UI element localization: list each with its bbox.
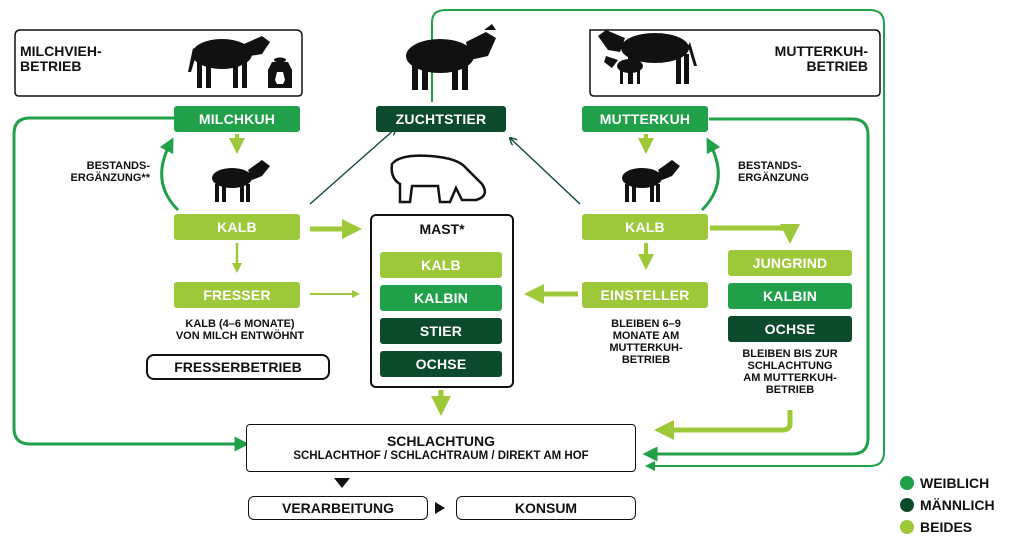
slaughter-box: SCHLACHTUNG SCHLACHTHOF / SCHLACHTRAUM /… (246, 424, 636, 472)
male-dot-icon (900, 498, 914, 512)
calf-right-icon (622, 160, 680, 202)
bull-icon (406, 24, 496, 90)
consumption-box: KONSUM (456, 496, 636, 520)
legend-label-male: MÄNNLICH (920, 497, 995, 513)
legend-label-female: WEIBLICH (920, 475, 990, 491)
mast-kalb: KALB (380, 252, 502, 278)
calf-left-icon (212, 160, 270, 202)
jungrind-node: JUNGRIND (728, 250, 852, 276)
slaughter-to-processing-arrow (334, 478, 350, 488)
mutterkuh-node: MUTTERKUH (582, 106, 708, 132)
processing-box: VERARBEITUNG (248, 496, 428, 520)
kalbin-right-node: KALBIN (728, 283, 852, 309)
slaughter-title: SCHLACHTUNG (386, 433, 496, 449)
milk-can-icon (268, 57, 292, 88)
grazing-cattle-icon (390, 154, 487, 204)
legend-item-male: MÄNNLICH (900, 497, 995, 513)
fresserbetrieb-box: FRESSERBETRIEB (146, 354, 330, 380)
dairy-farm-frame (14, 29, 303, 97)
einsteller-description: BLEIBEN 6–9 MONATE AM MUTTERKUH- BETRIEB (609, 318, 683, 366)
mast-title: MAST* (419, 221, 465, 237)
replenish-left-note: BESTANDS- ERGÄNZUNG** (70, 160, 150, 184)
replenish-left-curve (159, 137, 180, 212)
dairy-cow-icon (188, 36, 270, 88)
kalb-left-to-bull-line (309, 128, 396, 205)
legend-item-female: WEIBLICH (900, 475, 989, 491)
mast-stier: STIER (380, 318, 502, 344)
ochse-right-node: OCHSE (728, 316, 852, 342)
female-dot-icon (900, 476, 914, 490)
zuchtstier-node: ZUCHTSTIER (376, 106, 506, 132)
mast-ochse: OCHSE (380, 351, 502, 377)
milchkuh-node: MILCHKUH (174, 106, 300, 132)
replenish-right-curve (700, 137, 721, 212)
suckler-to-slaughter-line (642, 117, 870, 462)
kalb-right-to-bull-line (510, 138, 581, 205)
suckler-cow-calf-icon (598, 30, 697, 84)
legend-label-both: BEIDES (920, 519, 973, 535)
dairy-to-slaughter-line (12, 116, 250, 452)
kalb-right-node: KALB (582, 214, 708, 240)
fresser-node: FRESSER (174, 282, 300, 308)
fresser-description: KALB (4–6 MONATE) VON MILCH ENTWÖHNT (175, 318, 305, 342)
processing-to-consumption-arrow (435, 502, 445, 514)
kalb-left-node: KALB (174, 214, 300, 240)
suckler-farm-label: MUTTERKUH- BETRIEB (774, 43, 868, 74)
legend-item-both: BEIDES (900, 519, 972, 535)
einsteller-node: EINSTELLER (582, 282, 708, 308)
suckler-farm-frame (589, 29, 881, 97)
both-dot-icon (900, 520, 914, 534)
top-loop-line (431, 9, 885, 471)
ochse-description: BLEIBEN BIS ZUR SCHLACHTUNG AM MUTTERKUH… (742, 348, 838, 396)
dairy-farm-label: MILCHVIEH- BETRIEB (20, 43, 102, 74)
replenish-right-note: BESTANDS- ERGÄNZUNG (738, 160, 809, 184)
slaughter-subtitle: SCHLACHTHOF / SCHLACHTRAUM / DIREKT AM H… (293, 450, 589, 462)
mast-kalbin: KALBIN (380, 285, 502, 311)
